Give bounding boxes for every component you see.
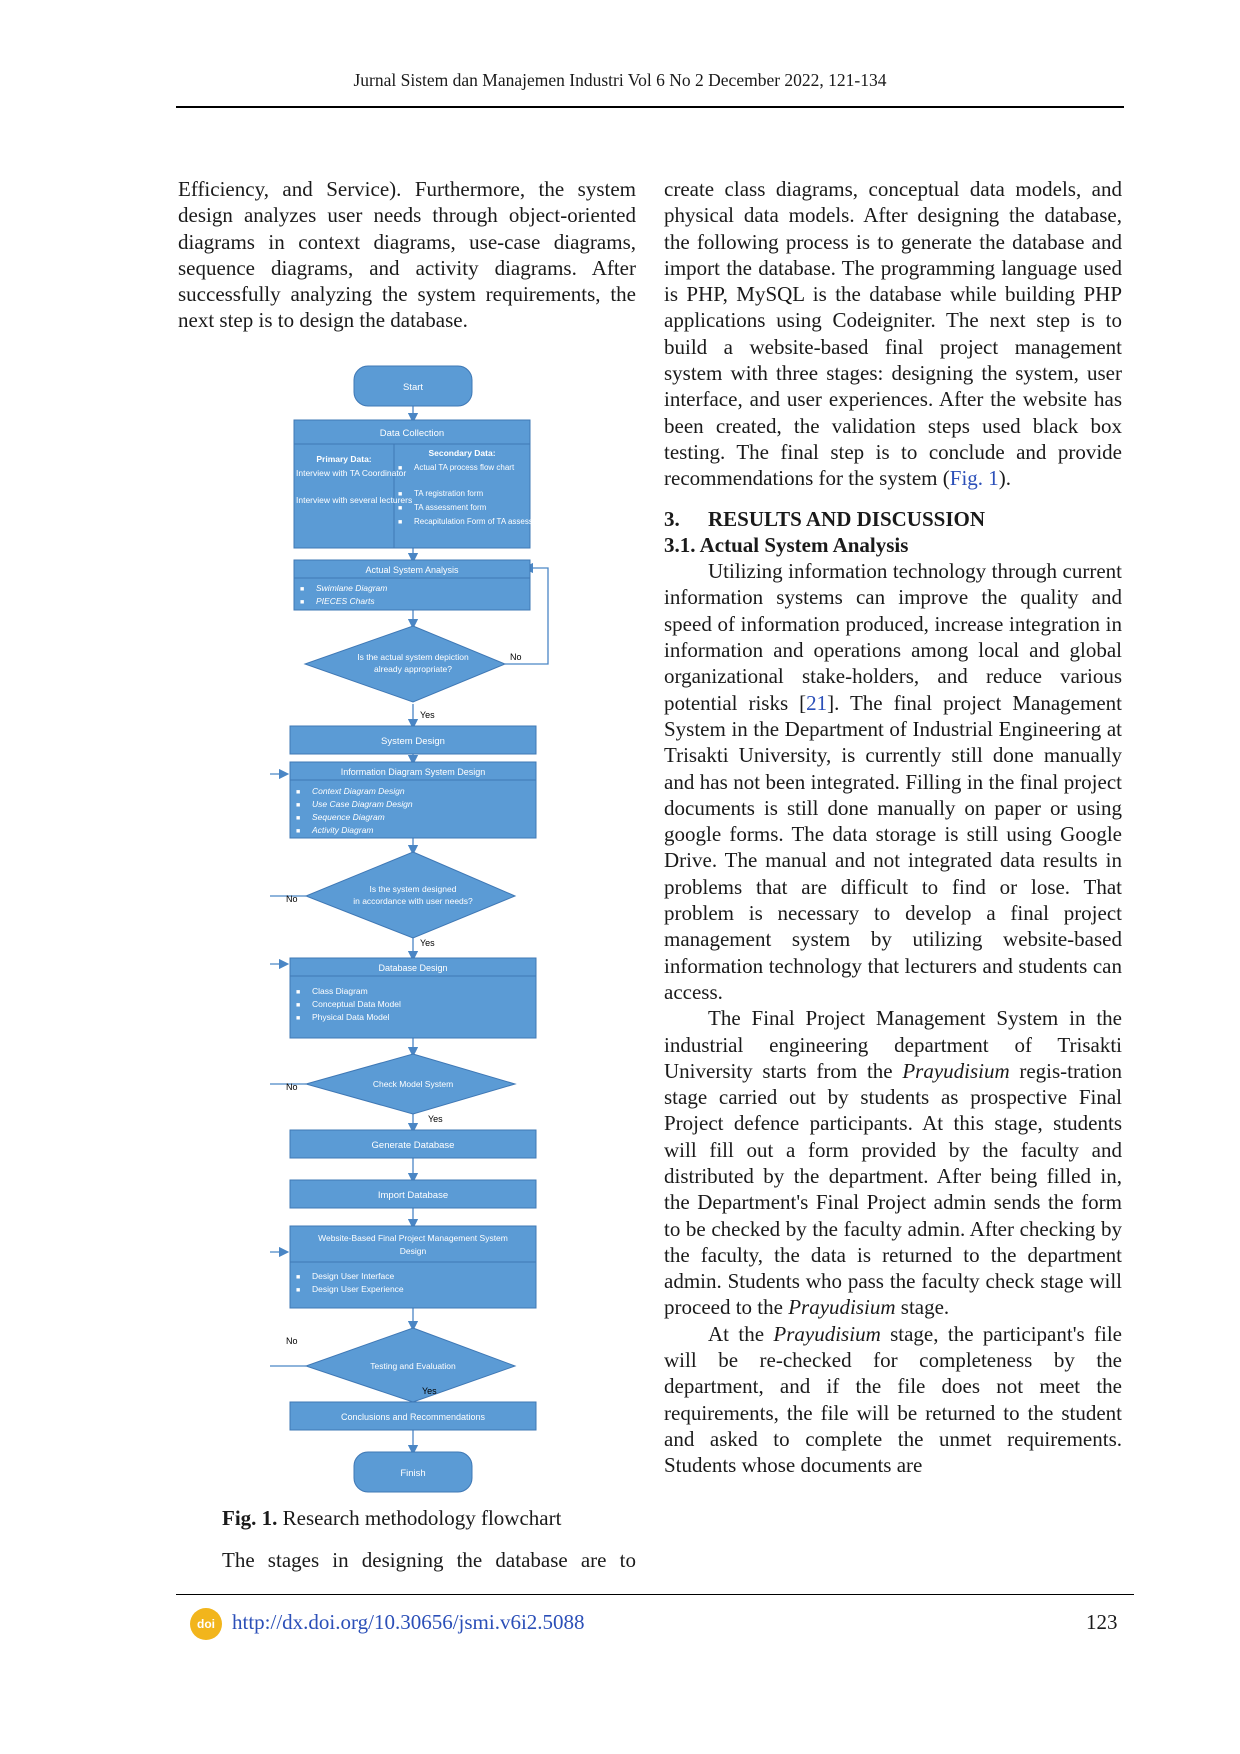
svg-text:in accordance with user needs?: in accordance with user needs? — [353, 896, 473, 906]
svg-text:Start: Start — [403, 382, 423, 393]
svg-text:■: ■ — [278, 471, 282, 478]
svg-text:Yes: Yes — [420, 710, 435, 720]
doi-logo-icon: doi — [190, 1608, 222, 1640]
right-paragraph-2: Utilizing information technology through… — [664, 559, 1122, 1004]
svg-text:Recapitulation Form of TA asse: Recapitulation Form of TA assessment res… — [414, 517, 550, 526]
data-collection-box: Data Collection Primary Data: ■ Intervie… — [278, 419, 576, 549]
svg-text:Website-Based Final Project Ma: Website-Based Final Project Management S… — [318, 1233, 508, 1243]
svg-text:Secondary Data:: Secondary Data: — [428, 448, 495, 458]
decision-testing-evaluation: Testing and Evaluation No Yes — [286, 1327, 517, 1403]
left-column-tail: The stages in designing the database are… — [222, 1548, 636, 1572]
svg-text:Design User Interface: Design User Interface — [312, 1271, 394, 1281]
svg-text:■: ■ — [398, 491, 402, 498]
svg-text:■: ■ — [296, 1287, 300, 1294]
svg-text:Use Case Diagram Design: Use Case Diagram Design — [312, 799, 413, 809]
svg-text:■: ■ — [296, 802, 300, 809]
running-header: Jurnal Sistem dan Manajemen Industri Vol… — [353, 70, 887, 90]
figure-caption: Fig. 1. Research methodology flowchart — [222, 1506, 561, 1531]
right-paragraph-4: At the Prayudisium stage, the participan… — [664, 1321, 1122, 1478]
right-column: create class diagrams, conceptual data m… — [664, 176, 1122, 1479]
svg-text:Sequence Diagram: Sequence Diagram — [312, 812, 385, 822]
import-database-box: Import Database — [289, 1179, 537, 1209]
svg-text:■: ■ — [300, 586, 304, 593]
database-design-box: Database Design ■ Class Diagram ■ Concep… — [289, 957, 537, 1039]
svg-text:Activity Diagram: Activity Diagram — [311, 825, 373, 835]
footer-rule — [176, 1594, 1134, 1595]
figure-label: Fig. 1. — [222, 1506, 278, 1530]
header-rule — [176, 106, 1124, 108]
svg-text:Interview with several lecture: Interview with several lecturers — [296, 495, 412, 505]
decision-actual-appropriate: Is the actual system depiction already a… — [303, 625, 522, 720]
svg-text:Is the actual system depiction: Is the actual system depiction — [357, 652, 469, 662]
svg-text:■: ■ — [278, 498, 282, 505]
svg-text:No: No — [510, 652, 522, 662]
left-paragraph: Efficiency, and Service). Furthermore, t… — [178, 177, 636, 333]
website-design-box: Website-Based Final Project Management S… — [289, 1225, 537, 1309]
svg-text:Finish: Finish — [400, 1468, 425, 1479]
svg-text:■: ■ — [296, 789, 300, 796]
svg-text:Conclusions and Recommendation: Conclusions and Recommendations — [341, 1412, 486, 1422]
svg-text:Actual TA process flow chart: Actual TA process flow chart — [414, 463, 515, 472]
svg-text:Check Model System: Check Model System — [373, 1079, 453, 1089]
svg-text:Yes: Yes — [420, 938, 435, 948]
decision-check-model: Check Model System No Yes — [286, 1053, 517, 1124]
svg-text:Yes: Yes — [422, 1386, 437, 1396]
left-column: Efficiency, and Service). Furthermore, t… — [178, 176, 636, 334]
svg-text:Is the system designed: Is the system designed — [370, 884, 457, 894]
svg-text:Physical Data Model: Physical Data Model — [312, 1012, 390, 1022]
figure-caption-text: Research methodology flowchart — [282, 1506, 562, 1530]
svg-text:Conceptual Data Model: Conceptual Data Model — [312, 999, 401, 1009]
svg-text:■: ■ — [296, 1015, 300, 1022]
svg-text:already appropriate?: already appropriate? — [374, 664, 452, 674]
svg-text:■: ■ — [296, 989, 300, 996]
svg-text:Database Design: Database Design — [378, 963, 447, 973]
svg-text:TA registration form: TA registration form — [414, 489, 484, 498]
svg-text:No: No — [286, 1336, 298, 1346]
conclusions-box: Conclusions and Recommendations — [289, 1401, 537, 1431]
svg-text:■: ■ — [398, 465, 402, 472]
svg-text:Testing and Evaluation: Testing and Evaluation — [370, 1361, 456, 1371]
research-flowchart: Start Data Collection Primary Data: ■ In… — [263, 362, 576, 1497]
system-design-box: System Design — [289, 725, 537, 755]
svg-text:■: ■ — [300, 599, 304, 606]
svg-text:Yes: Yes — [428, 1114, 443, 1124]
generate-database-box: Generate Database — [289, 1129, 537, 1159]
svg-text:■: ■ — [398, 519, 402, 526]
svg-text:■: ■ — [398, 505, 402, 512]
svg-text:System Design: System Design — [381, 736, 445, 747]
svg-text:No: No — [286, 894, 298, 904]
svg-text:Data Collection: Data Collection — [380, 428, 444, 439]
decision-user-needs: Is the system designed in accordance wit… — [286, 851, 517, 948]
svg-text:Import Database: Import Database — [378, 1190, 448, 1201]
svg-text:Design User Experience: Design User Experience — [312, 1284, 404, 1294]
page-number: 123 — [1086, 1610, 1118, 1634]
svg-text:Interview with TA Coordinator: Interview with TA Coordinator — [296, 468, 406, 478]
subsection-heading: 3.1. Actual System Analysis — [664, 532, 909, 557]
svg-text:TA assessment form: TA assessment form — [414, 503, 487, 512]
svg-text:Context Diagram Design: Context Diagram Design — [312, 786, 405, 796]
svg-text:PIECES Charts: PIECES Charts — [316, 596, 375, 606]
svg-text:No: No — [286, 1082, 298, 1092]
svg-text:Design: Design — [400, 1246, 427, 1256]
start-terminal: Start — [353, 365, 473, 407]
doi-link[interactable]: http://dx.doi.org/10.30656/jsmi.v6i2.508… — [232, 1610, 585, 1634]
svg-text:■: ■ — [296, 1274, 300, 1281]
svg-text:■: ■ — [296, 1002, 300, 1009]
right-paragraph-1: create class diagrams, conceptual data m… — [664, 177, 1122, 491]
svg-text:Generate Database: Generate Database — [372, 1140, 455, 1151]
svg-text:■: ■ — [296, 828, 300, 835]
svg-text:Primary Data:: Primary Data: — [316, 454, 371, 464]
citation-link[interactable]: 21 — [806, 690, 828, 715]
actual-system-analysis-box: Actual System Analysis ■ Swimlane Diagra… — [293, 559, 531, 611]
section-heading: 3.RESULTS AND DISCUSSION — [664, 506, 985, 531]
figure-reference-link[interactable]: Fig. 1 — [949, 466, 999, 491]
svg-text:Actual System Analysis: Actual System Analysis — [365, 565, 459, 575]
finish-terminal: Finish — [353, 1451, 473, 1493]
right-paragraph-3: The Final Project Management System in t… — [664, 1006, 1122, 1320]
svg-text:■: ■ — [296, 815, 300, 822]
svg-text:Swimlane Diagram: Swimlane Diagram — [316, 583, 387, 593]
svg-text:Class Diagram: Class Diagram — [312, 986, 368, 996]
svg-text:Information Diagram System Des: Information Diagram System Design — [341, 767, 486, 777]
information-diagram-design-box: Information Diagram System Design ■ Cont… — [289, 761, 537, 839]
